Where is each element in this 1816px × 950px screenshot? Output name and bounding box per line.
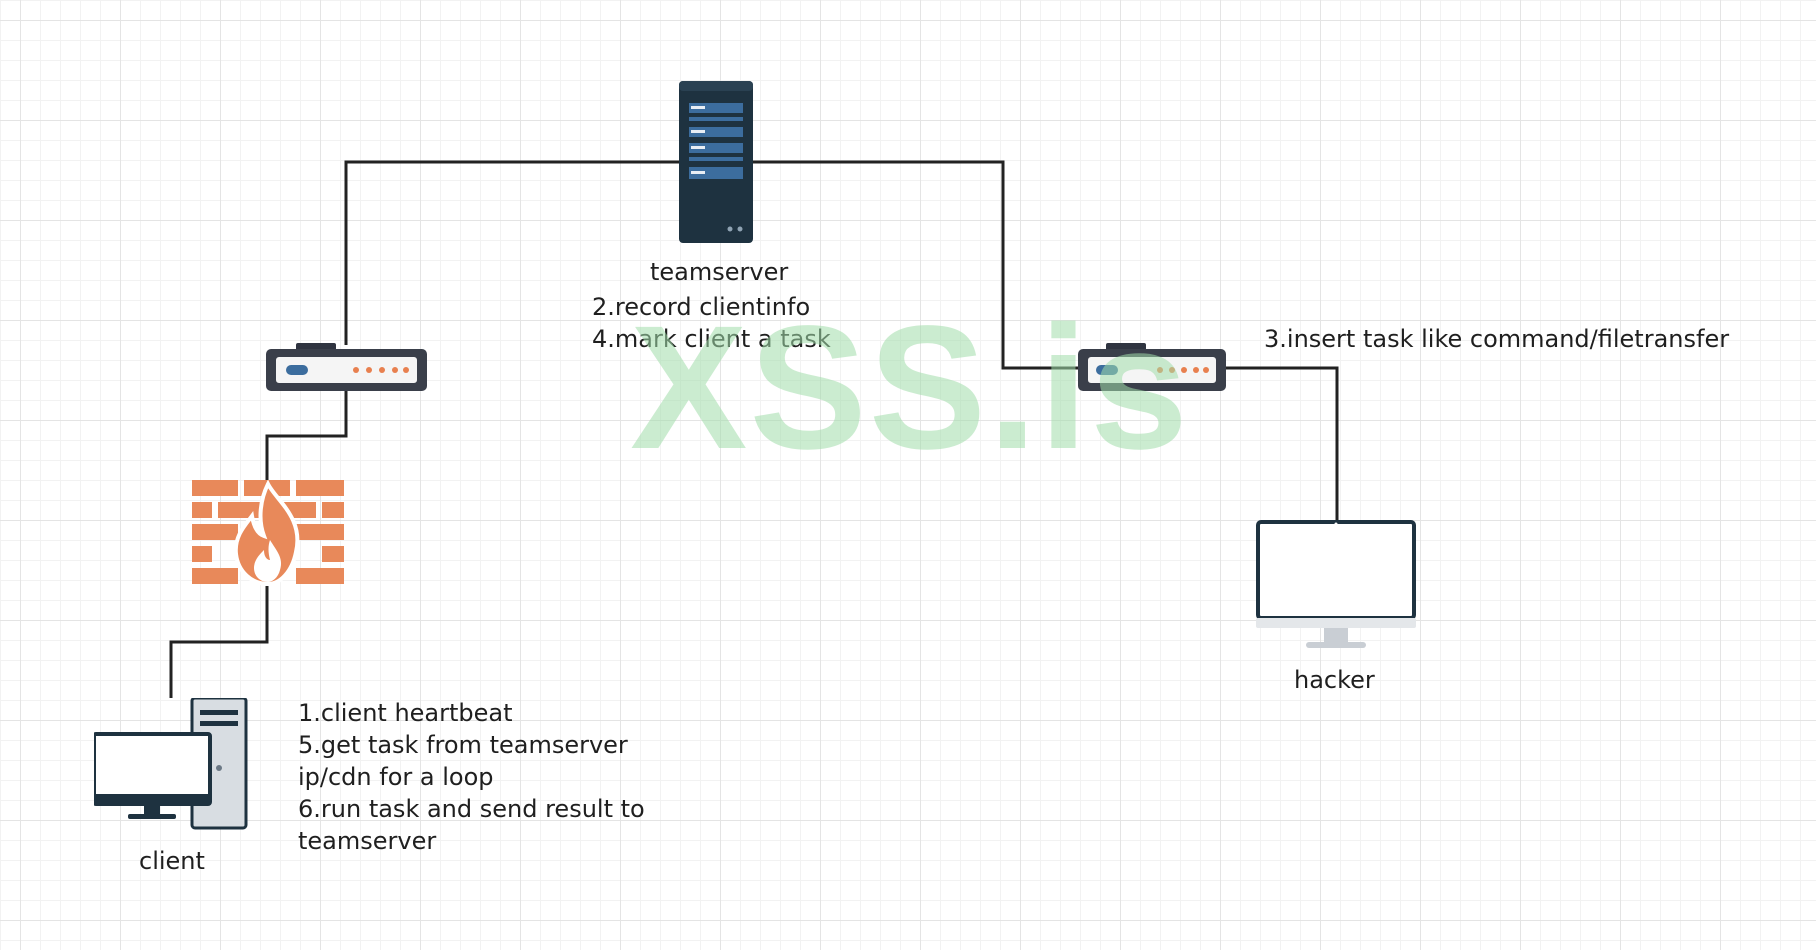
teamserver-notes: 2.record clientinfo 4.mark client a task [592,291,831,355]
desktop-computer-icon[interactable] [94,698,250,830]
router-icon[interactable] [1078,343,1226,391]
client-note-loop: ip/cdn for a loop [298,763,494,791]
server-icon[interactable] [679,81,753,243]
hacker-label: hacker [1294,666,1375,694]
hacker-note: 3.insert task like command/filetransfer [1264,325,1730,353]
client-note-teamserver: teamserver [298,827,437,855]
client-notes: 1.client heartbeat 5.get task from teams… [298,697,645,857]
client-note-run-task: 6.run task and send result to [298,795,645,823]
monitor-icon[interactable] [1256,520,1416,652]
firewall-icon[interactable] [192,480,344,588]
link-router-right-to-hacker [1222,366,1339,524]
client-note-heartbeat: 1.client heartbeat [298,699,513,727]
link-router-left-to-teamserver [344,160,720,345]
link-teamserver-to-router-right [720,160,1078,370]
teamserver-note-record: 2.record clientinfo [592,293,811,321]
watermark: XSS.is [630,290,1190,486]
client-note-get-task: 5.get task from teamserver [298,731,628,759]
teamserver-label: teamserver [650,258,789,286]
link-firewall-to-client [169,586,269,698]
link-router-left-to-firewall [265,389,348,482]
router-icon[interactable] [266,343,427,391]
client-label: client [139,847,205,875]
teamserver-note-mark: 4.mark client a task [592,325,831,353]
